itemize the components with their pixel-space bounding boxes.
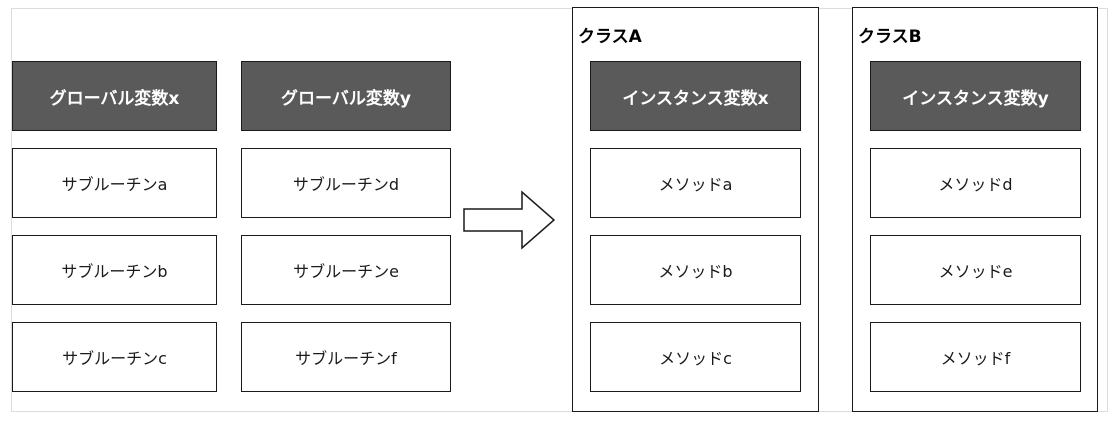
instance-variable-x: インスタンス変数x	[590, 61, 801, 131]
right-arrow-icon	[463, 190, 556, 250]
global-variable-y: グローバル変数y	[241, 61, 451, 131]
method-b: メソッドb	[590, 235, 801, 305]
subroutine-e: サブルーチンe	[241, 235, 451, 305]
global-variable-x: グローバル変数x	[12, 61, 217, 131]
instance-variable-y: インスタンス変数y	[870, 61, 1081, 131]
class-b-title: クラスB	[858, 27, 922, 47]
subroutine-c: サブルーチンc	[12, 322, 217, 392]
subroutine-f: サブルーチンf	[241, 322, 451, 392]
method-e: メソッドe	[870, 235, 1081, 305]
diagram-frame	[11, 8, 1108, 412]
method-a: メソッドa	[590, 148, 801, 218]
subroutine-b: サブルーチンb	[12, 235, 217, 305]
method-c: メソッドc	[590, 322, 801, 392]
class-a-title: クラスA	[578, 27, 642, 47]
subroutine-d: サブルーチンd	[241, 148, 451, 218]
method-f: メソッドf	[870, 322, 1081, 392]
subroutine-a: サブルーチンa	[12, 148, 217, 218]
method-d: メソッドd	[870, 148, 1081, 218]
